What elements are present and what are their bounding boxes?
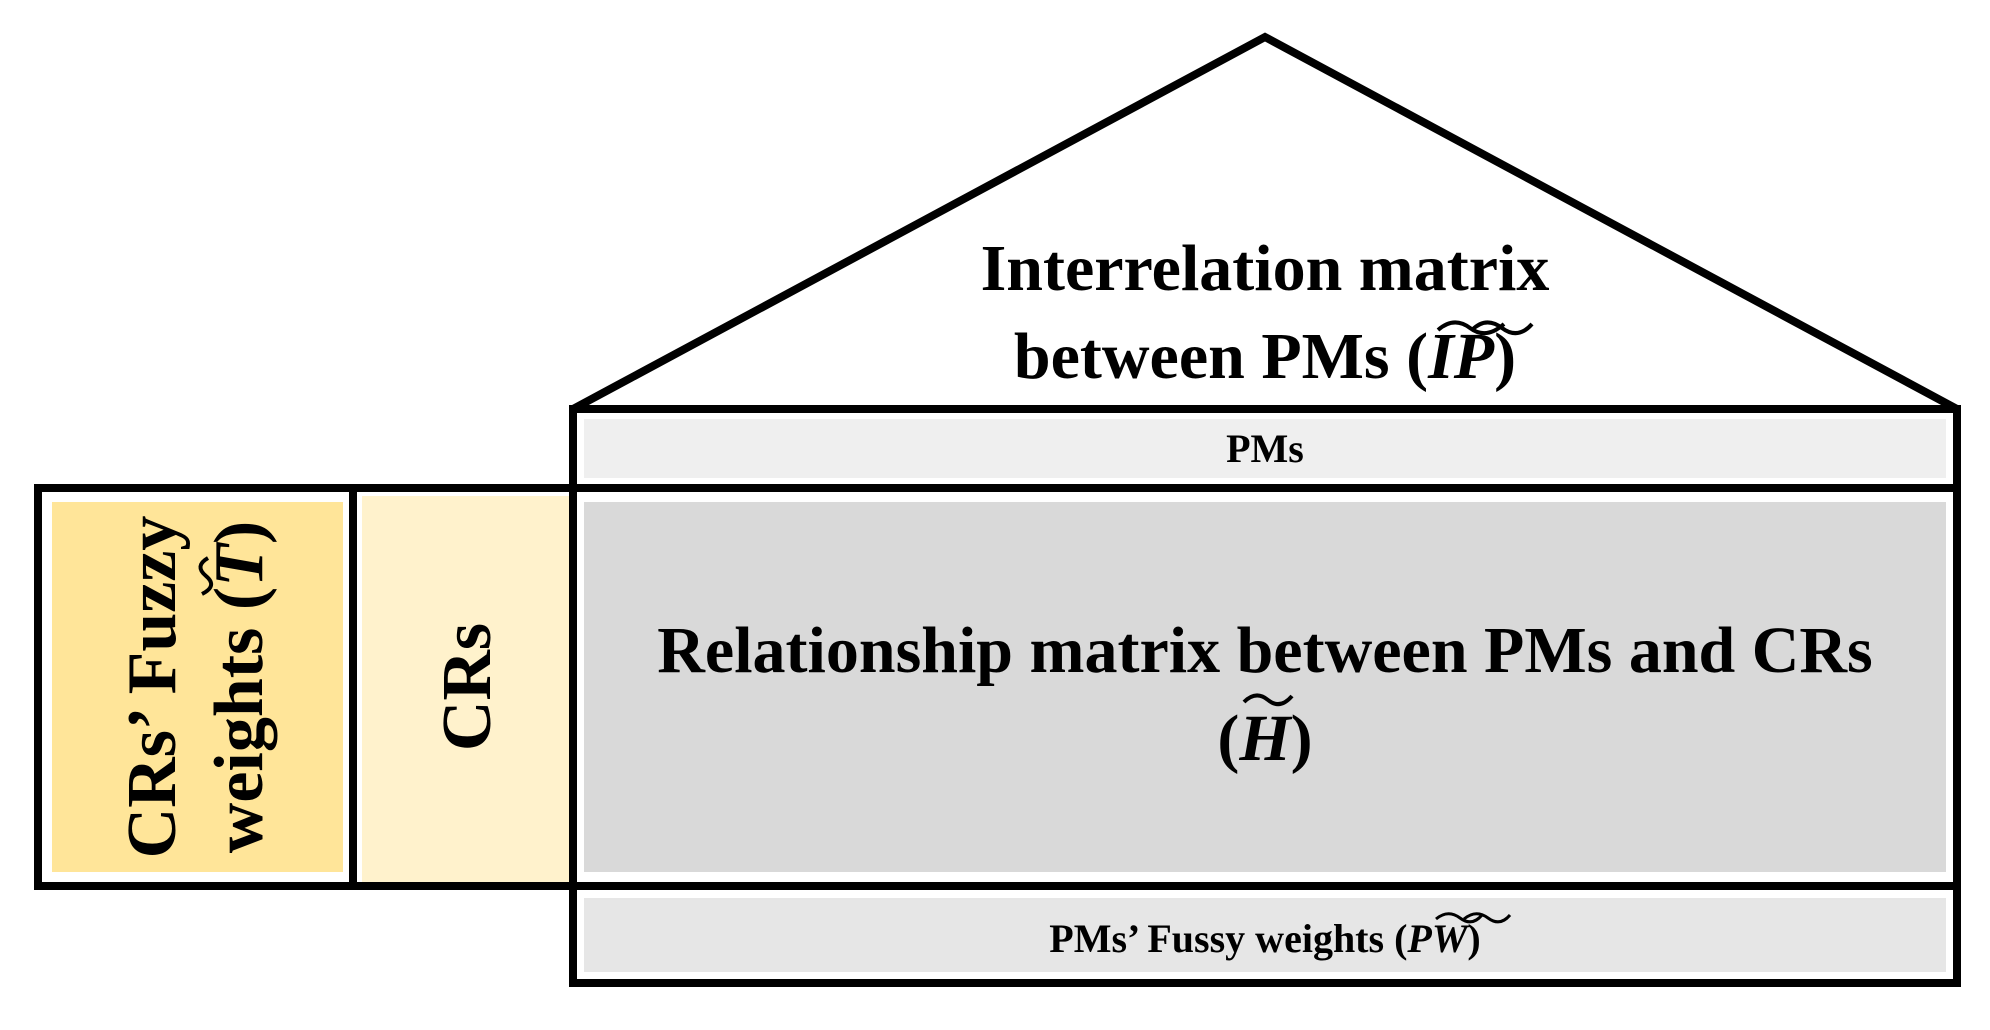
crs-weights-label-line2: weights (T) (201, 521, 278, 853)
relationship-line2-suffix: ) (1291, 702, 1313, 775)
roof-title-line2: between PMs (IP) (1014, 320, 1516, 393)
roof-symbol-ip: IP (1427, 320, 1495, 393)
roof-line2-prefix: between PMs ( (1014, 320, 1428, 393)
pms-band (584, 419, 1946, 478)
roof-line2-suffix: ) (1494, 320, 1516, 393)
tilde-h-icon (1242, 693, 1294, 707)
pms-band-label: PMs (1226, 426, 1304, 471)
pms-weights-suffix: ) (1467, 916, 1480, 961)
pms-weights-band (584, 898, 1946, 972)
pms-weights-symbol-pw: PW (1406, 916, 1469, 961)
tilde-ip-icon (1436, 320, 1534, 336)
pms-weights-label: PMs’ Fussy weights (PW) (1049, 916, 1480, 961)
tilde-t-icon (198, 556, 214, 596)
tilde-pw-icon (1435, 912, 1512, 924)
relationship-title-line1: Relationship matrix between PMs and CRs (657, 614, 1873, 687)
pms-weights-prefix: PMs’ Fussy weights ( (1049, 916, 1407, 961)
relationship-matrix (584, 502, 1946, 872)
crs-weights-line2-suffix: ) (201, 521, 278, 544)
crs-weights-column (52, 502, 343, 872)
crs-weights-symbol-t: T (201, 541, 278, 587)
crs-column (362, 496, 569, 882)
relationship-line2-prefix: ( (1217, 702, 1239, 775)
relationship-symbol-h: H (1238, 702, 1293, 775)
crs-weights-line2-prefix: weights ( (201, 587, 278, 853)
crs-weights-label-line1: CRs’ Fuzzy (114, 516, 191, 859)
crs-column-label: CRs (429, 623, 506, 751)
relationship-title-line2: (H) (1217, 702, 1312, 775)
roof-title-line1: Interrelation matrix (981, 232, 1550, 305)
